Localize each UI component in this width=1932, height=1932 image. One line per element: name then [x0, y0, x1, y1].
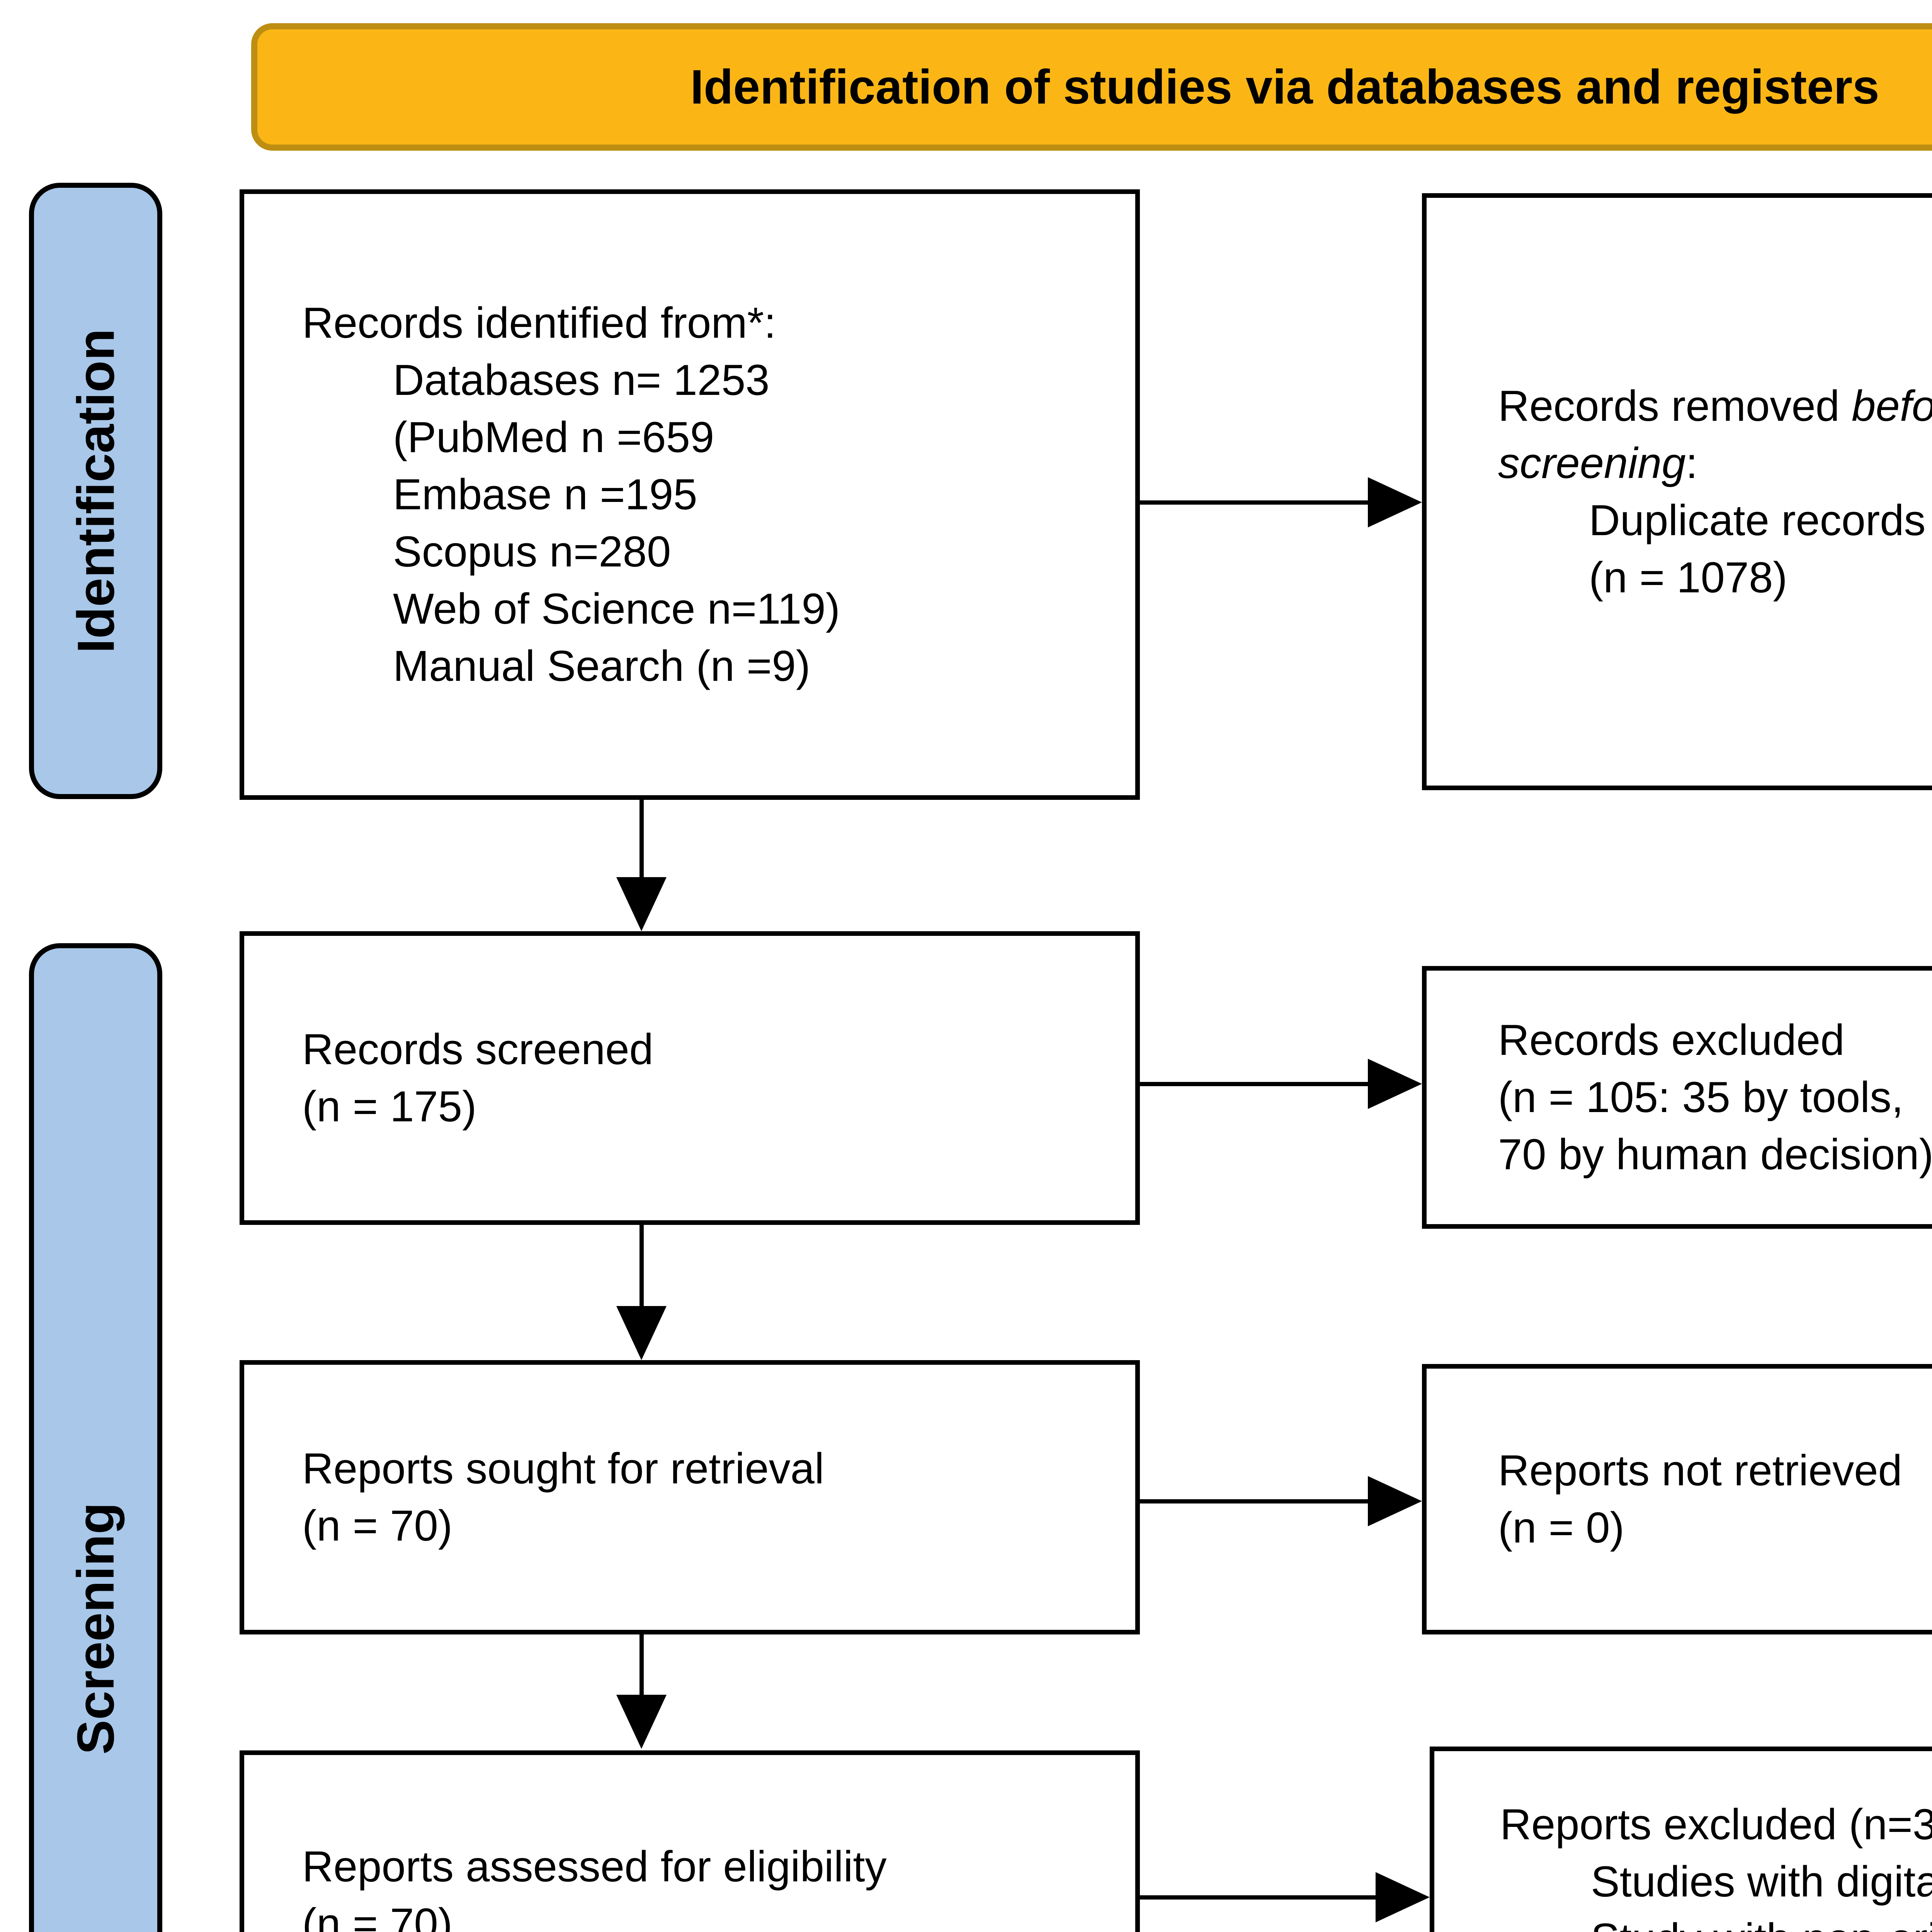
reports-excluded-title: Reports excluded (n=39) — [1500, 1800, 1932, 1849]
reports-assessed-line: (n = 70) — [302, 1900, 453, 1932]
connector-sought-to-assessed — [639, 1634, 644, 1699]
reports-excluded-item: Study with non-original dataset (n=1) — [1500, 1910, 1932, 1932]
box-records-removed: Records removed before screening: Duplic… — [1422, 193, 1932, 790]
box-reports-assessed: Reports assessed for eligibility (n = 70… — [240, 1750, 1140, 1932]
records-identified-line: Manual Search (n =9) — [393, 642, 811, 690]
records-identified-line: (PubMed n =659 — [393, 413, 714, 461]
box-records-screened: Records screened (n = 175) — [240, 931, 1140, 1225]
records-removed-colon: : — [1685, 439, 1698, 487]
records-removed-regular: Records removed — [1498, 381, 1852, 430]
records-excluded-line: (n = 105: 35 by tools, — [1498, 1073, 1904, 1121]
stage-label-screening-text: Screening — [66, 1502, 125, 1755]
reports-sought-line: (n = 70) — [302, 1502, 453, 1550]
connector-screened-to-sought — [639, 1225, 644, 1310]
box-reports-sought: Reports sought for retrieval (n = 70) — [240, 1360, 1140, 1634]
records-identified-line: Scopus n=280 — [393, 527, 671, 576]
stage-label-identification: Identification — [29, 183, 162, 799]
box-records-excluded: Records excluded (n = 105: 35 by tools, … — [1422, 966, 1932, 1229]
connector-identified-to-screened — [639, 800, 644, 881]
records-identified-title: Records identified from*: — [302, 299, 776, 347]
reports-not-retrieved-line: Reports not retrieved — [1498, 1446, 1902, 1495]
arrowhead-down-icon — [616, 877, 667, 931]
connector-identified-to-removed — [1140, 500, 1372, 505]
records-identified-line: Embase n =195 — [393, 470, 697, 519]
header-banner: Identification of studies via databases … — [251, 23, 1932, 151]
records-removed-title-line2: screening: — [1498, 435, 1932, 492]
arrowhead-right-icon — [1368, 1476, 1422, 1526]
arrowhead-down-icon — [616, 1306, 667, 1360]
reports-excluded-item: Studies with digital tomography (n = 3). — [1591, 1857, 1932, 1906]
records-removed-detail: Duplicate records removed — [1589, 496, 1932, 544]
connector-assessed-to-excluded — [1140, 1895, 1379, 1900]
records-excluded-line: 70 by human decision) — [1498, 1130, 1932, 1179]
stage-label-screening: Screening — [29, 943, 162, 1932]
records-identified-line: Databases n= 1253 — [393, 356, 770, 404]
records-removed-italic: before — [1852, 381, 1932, 430]
records-removed-title-line1: Records removed before — [1498, 378, 1932, 435]
records-excluded-line: Records excluded — [1498, 1016, 1845, 1064]
stage-label-identification-text: Identification — [66, 328, 125, 653]
records-removed-italic2: screening — [1498, 439, 1686, 487]
box-records-identified: Records identified from*: Databases n= 1… — [240, 189, 1140, 800]
box-reports-not-retrieved: Reports not retrieved (n = 0) — [1422, 1364, 1932, 1634]
arrowhead-right-icon — [1368, 477, 1422, 527]
reports-not-retrieved-line: (n = 0) — [1498, 1503, 1624, 1552]
box-reports-excluded: Reports excluded (n=39) Studies with dig… — [1430, 1747, 1932, 1932]
connector-screened-to-excluded — [1140, 1082, 1372, 1086]
records-identified-line: Web of Science n=119) — [393, 585, 840, 633]
arrowhead-down-icon — [616, 1695, 667, 1749]
header-title: Identification of studies via databases … — [690, 60, 1879, 114]
arrowhead-right-icon — [1376, 1872, 1430, 1922]
records-screened-line: Records screened — [302, 1025, 653, 1073]
connector-sought-to-notretrieved — [1140, 1499, 1372, 1503]
records-screened-line: (n = 175) — [302, 1082, 477, 1131]
reports-sought-line: Reports sought for retrieval — [302, 1444, 824, 1493]
arrowhead-right-icon — [1368, 1059, 1422, 1109]
reports-assessed-line: Reports assessed for eligibility — [302, 1842, 887, 1891]
records-removed-detail: (n = 1078) — [1589, 553, 1787, 602]
